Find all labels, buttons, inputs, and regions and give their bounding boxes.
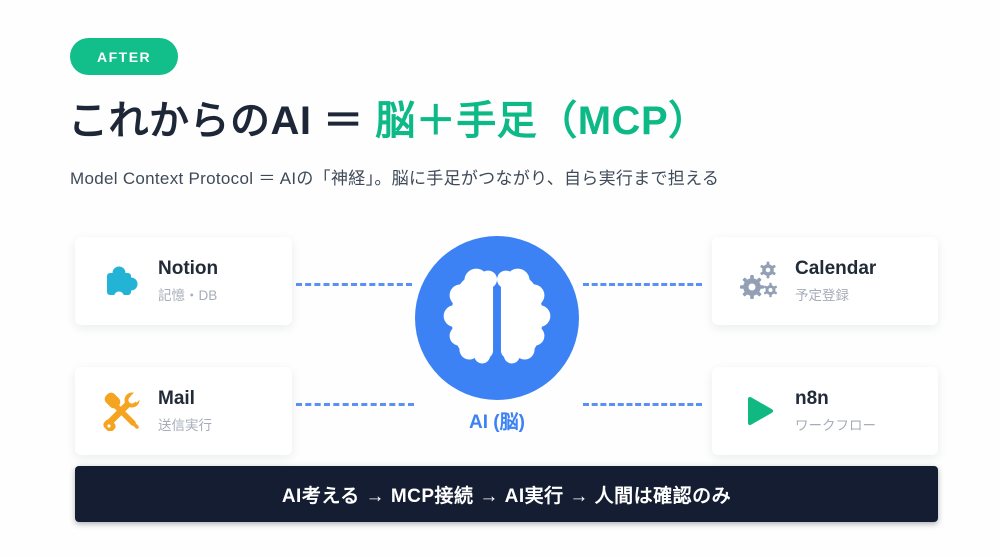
title-green-part: 脳＋手足（MCP） bbox=[375, 99, 709, 143]
wrench-screwdriver-icon bbox=[101, 390, 143, 432]
play-icon bbox=[738, 391, 778, 431]
ai-brain-hub bbox=[415, 236, 579, 400]
puzzle-icon bbox=[101, 261, 141, 302]
card-notion-name: Notion bbox=[158, 258, 219, 280]
flow-summary-bar: AI考える → MCP接続 → AI実行 → 人間は確認のみ bbox=[75, 466, 938, 522]
card-n8n: n8n ワークフロー bbox=[712, 367, 938, 455]
ai-brain-label: AI (脳) bbox=[469, 412, 525, 433]
card-mail: Mail 送信実行 bbox=[75, 367, 292, 455]
brain-icon bbox=[415, 236, 579, 400]
connector-bottom-left bbox=[296, 403, 414, 406]
connector-bottom-right bbox=[583, 403, 702, 406]
flow-summary-text: AI考える → MCP接続 → AI実行 → 人間は確認のみ bbox=[281, 485, 732, 507]
card-notion-desc: 記憶・DB bbox=[158, 287, 218, 303]
card-calendar-name: Calendar bbox=[795, 258, 877, 280]
connector-top-right bbox=[583, 283, 702, 286]
connector-top-left bbox=[296, 283, 412, 286]
card-mail-desc: 送信実行 bbox=[158, 417, 212, 433]
card-n8n-desc: ワークフロー bbox=[795, 417, 876, 433]
card-calendar: Calendar 予定登録 bbox=[712, 237, 938, 325]
after-badge: AFTER bbox=[70, 38, 179, 75]
subtitle: Model Context Protocol ＝ AIの「神経」。脳に手足がつな… bbox=[70, 169, 720, 188]
gears-icon bbox=[738, 261, 778, 301]
title-dark-part: これからのAI ＝ bbox=[68, 99, 376, 143]
card-mail-name: Mail bbox=[158, 388, 195, 410]
after-badge-label: AFTER bbox=[97, 48, 152, 65]
card-n8n-name: n8n bbox=[795, 388, 829, 410]
page-title: これからのAI ＝ 脳＋手足（MCP） bbox=[68, 88, 709, 146]
card-calendar-desc: 予定登録 bbox=[795, 287, 849, 303]
card-notion: Notion 記憶・DB bbox=[75, 237, 292, 325]
